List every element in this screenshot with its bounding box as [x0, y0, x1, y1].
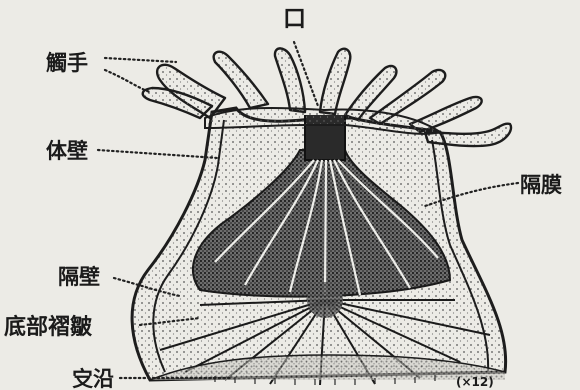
label-margin: 㝊沿 [72, 367, 114, 390]
label-tentacles: 觸手 [46, 51, 88, 75]
tentacle-4 [275, 48, 305, 112]
label-septum: 隔壁 [58, 265, 100, 289]
tentacle-9 [425, 124, 511, 146]
tentacle-5 [320, 49, 350, 114]
label-mesentery: 隔膜 [520, 173, 562, 197]
leader-body-wall [98, 150, 218, 158]
magnification-note: (×12) [456, 375, 494, 389]
label-basal-folds: 底部褶皺 [4, 314, 93, 340]
label-body-wall: 体壁 [46, 139, 88, 163]
leader-tentacles-a [105, 58, 176, 62]
label-mouth: 口 [283, 6, 306, 32]
leader-tentacles-b [105, 70, 150, 92]
